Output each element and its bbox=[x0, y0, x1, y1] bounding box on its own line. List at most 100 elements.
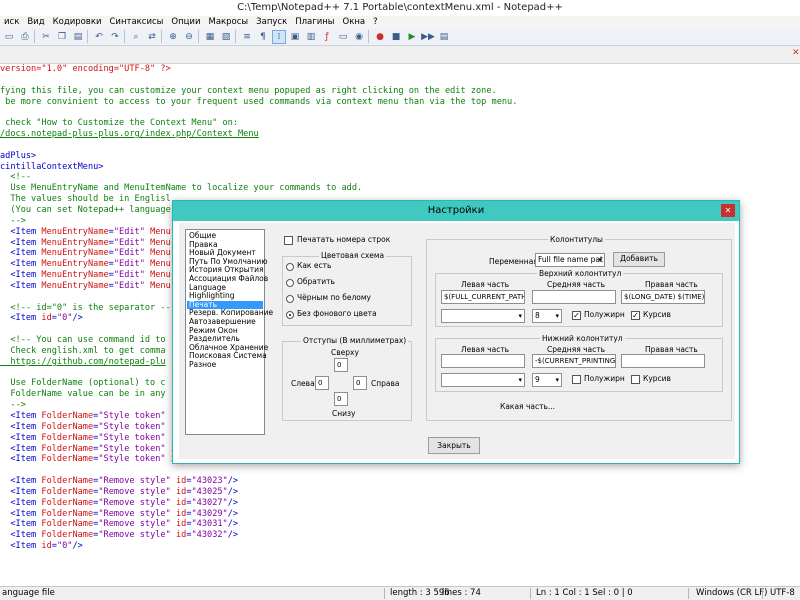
replace-icon[interactable]: ⇄ bbox=[148, 31, 156, 42]
menu-item[interactable]: Кодировки bbox=[52, 17, 102, 27]
margin-top-input[interactable]: 0 bbox=[334, 358, 348, 372]
chevron-down-icon: ▾ bbox=[518, 312, 522, 320]
zoom-out-icon[interactable]: ⊖ bbox=[185, 31, 193, 42]
toolbar-separator bbox=[235, 30, 238, 43]
close-icon[interactable]: ✕ bbox=[721, 204, 735, 217]
footer-right-input[interactable] bbox=[621, 354, 705, 368]
play-macro-icon[interactable]: ▶ bbox=[408, 31, 416, 42]
header-right-input[interactable]: $(LONG_DATE) $(TIME) bbox=[621, 290, 705, 304]
menu-item[interactable]: Макросы bbox=[208, 17, 249, 27]
print-line-numbers-checkbox[interactable] bbox=[284, 236, 293, 245]
menu-item[interactable]: ? bbox=[373, 17, 378, 27]
header-middle-input[interactable] bbox=[532, 290, 616, 304]
footer-left-input[interactable] bbox=[441, 354, 525, 368]
category-item[interactable]: Автозавершение bbox=[189, 316, 256, 326]
indent-guide-icon[interactable]: ⁞ bbox=[272, 29, 286, 44]
radio-no-background[interactable] bbox=[286, 311, 294, 319]
zoom-in-icon[interactable]: ⊕ bbox=[169, 31, 177, 42]
code-token: "43032" bbox=[191, 530, 228, 541]
header-italic-checkbox[interactable]: ✓ bbox=[631, 311, 640, 320]
code-token: = bbox=[186, 530, 192, 541]
footer-middle-input[interactable]: -$(CURRENT_PRINTING bbox=[532, 354, 616, 368]
menu-item[interactable]: Плагины bbox=[295, 17, 335, 27]
word-wrap-icon[interactable]: ≡ bbox=[243, 31, 251, 42]
menu-item[interactable]: Запуск bbox=[256, 17, 288, 27]
margin-bottom-input[interactable]: 0 bbox=[334, 392, 348, 406]
record-macro-icon[interactable]: ● bbox=[376, 31, 384, 42]
cut-icon[interactable]: ✂ bbox=[42, 31, 50, 42]
show-all-chars-icon[interactable]: ¶ bbox=[260, 31, 266, 42]
margin-left-input[interactable]: 0 bbox=[315, 376, 329, 390]
menu-item[interactable]: иск bbox=[4, 17, 20, 27]
radio-invert[interactable] bbox=[286, 279, 294, 287]
code-token: MenuEntryName bbox=[41, 237, 109, 248]
category-item[interactable]: Общие bbox=[189, 231, 217, 240]
radio-black-on-white[interactable] bbox=[286, 295, 294, 303]
footer-italic-checkbox[interactable] bbox=[631, 375, 640, 384]
header-left-input[interactable]: $(FULL_CURRENT_PATH bbox=[441, 290, 525, 304]
category-item[interactable]: Режим Окон bbox=[189, 325, 238, 335]
redo-icon[interactable]: ↷ bbox=[111, 31, 119, 42]
footer-font-select[interactable]: ▾ bbox=[441, 373, 525, 387]
category-item[interactable]: Резерв. Копирование bbox=[189, 308, 274, 318]
copy-icon[interactable]: ❐ bbox=[57, 31, 67, 42]
code-token: = bbox=[93, 508, 99, 519]
category-item[interactable]: Highlighting bbox=[189, 291, 235, 301]
code-token: The values should be in Englisl bbox=[0, 194, 171, 205]
menu-item[interactable]: Опции bbox=[171, 17, 201, 27]
save-macro-icon[interactable]: ▤ bbox=[439, 31, 449, 42]
close-tab-icon[interactable]: ✕ bbox=[792, 48, 800, 58]
print-icon[interactable]: ⎙ bbox=[21, 31, 29, 42]
category-item[interactable]: Облачное Хранение bbox=[189, 342, 269, 352]
category-item[interactable]: Путь По Умолчанию bbox=[189, 256, 268, 266]
code-token: id bbox=[170, 497, 187, 508]
variable-select[interactable]: Full file name pat▾ bbox=[535, 253, 605, 267]
document-map-icon[interactable]: ▥ bbox=[306, 31, 316, 42]
header-font-select[interactable]: ▾ bbox=[441, 309, 525, 323]
code-token: MenuEntryName bbox=[41, 226, 109, 237]
close-button[interactable]: Закрыть bbox=[428, 437, 480, 454]
stop-macro-icon[interactable]: ■ bbox=[391, 31, 401, 42]
window-title: C:\Temp\Notepad++ 7.1 Portable\contextMe… bbox=[0, 0, 800, 16]
find-icon[interactable]: ⌕ bbox=[133, 31, 139, 42]
category-item[interactable]: История Открытия bbox=[189, 265, 264, 275]
category-item[interactable]: Печать bbox=[187, 300, 263, 310]
margin-top-label: Сверху bbox=[331, 348, 359, 357]
code-token: Use MenuEntryName and MenuItemName to lo… bbox=[0, 183, 363, 194]
open-file-icon[interactable]: ▭ bbox=[4, 31, 14, 42]
define-language-icon[interactable]: ▣ bbox=[290, 31, 300, 42]
code-token[interactable]: /docs.notepad-plus-plus.org/index.php/Co… bbox=[0, 129, 259, 140]
footer-bold-checkbox[interactable] bbox=[572, 375, 581, 384]
paste-icon[interactable]: ▤ bbox=[73, 31, 83, 42]
code-token: /> bbox=[227, 530, 239, 541]
code-token: id bbox=[41, 541, 52, 552]
undo-icon[interactable]: ↶ bbox=[95, 31, 103, 42]
function-list-icon[interactable]: ƒ bbox=[325, 31, 329, 42]
category-item[interactable]: Поисковая Система bbox=[189, 351, 267, 361]
category-item[interactable]: Новый Документ bbox=[189, 248, 256, 258]
header-bold-checkbox[interactable]: ✓ bbox=[572, 311, 581, 320]
header-size-select[interactable]: 8▾ bbox=[532, 309, 562, 323]
add-variable-button[interactable]: Добавить bbox=[613, 252, 665, 267]
menu-item[interactable]: Окна bbox=[342, 17, 366, 27]
category-item[interactable]: Ассоциация Файлов bbox=[189, 273, 269, 283]
play-multiple-icon[interactable]: ▶▶ bbox=[421, 31, 435, 42]
margin-right-input[interactable]: 0 bbox=[353, 376, 367, 390]
sync-vertical-icon[interactable]: ▦ bbox=[205, 31, 215, 42]
category-item[interactable]: Language bbox=[189, 282, 227, 292]
code-token[interactable]: https://github.com/notepad-plu bbox=[0, 356, 166, 367]
monitoring-icon[interactable]: ◉ bbox=[355, 31, 363, 42]
sync-horizontal-icon[interactable]: ▧ bbox=[221, 31, 231, 42]
code-line: --> bbox=[0, 216, 800, 227]
footer-middle-part-label: Средняя часть bbox=[547, 345, 606, 354]
menu-item[interactable]: Синтаксисы bbox=[109, 17, 164, 27]
footer-size-select[interactable]: 9▾ bbox=[532, 373, 562, 387]
folder-workspace-icon[interactable]: ▭ bbox=[338, 31, 348, 42]
category-item[interactable]: Разделитель bbox=[189, 334, 240, 344]
menu-item[interactable]: Вид bbox=[27, 17, 45, 27]
category-item[interactable]: Разное bbox=[189, 359, 217, 369]
radio-as-is[interactable] bbox=[286, 263, 294, 271]
category-item[interactable]: Правка bbox=[189, 239, 218, 249]
